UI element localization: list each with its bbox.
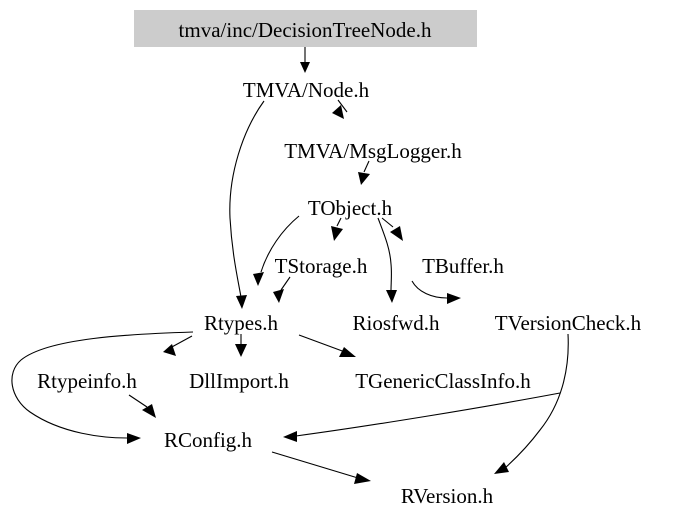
- arrowhead-icon: [447, 293, 461, 304]
- node-label-tgenericclassinfo-h[interactable]: TGenericClassInfo.h: [355, 369, 531, 393]
- edge-tstorage-to-rtypes: [273, 276, 291, 303]
- node-label-rconfig-h[interactable]: RConfig.h: [164, 428, 253, 452]
- node-label-rtypeinfo-h[interactable]: Rtypeinfo.h: [37, 369, 137, 393]
- arrowhead-icon: [358, 172, 370, 185]
- node-layer: tmva/inc/DecisionTreeNode.h TMVA/Node.h …: [37, 18, 642, 508]
- arrowhead-icon: [163, 344, 176, 356]
- edge-rtypes-to-rtypeinfo: [163, 335, 193, 356]
- node-label-tbuffer-h[interactable]: TBuffer.h: [422, 254, 504, 278]
- edge-rtypeinfo-to-rconfig: [128, 394, 156, 418]
- arrowhead-icon: [386, 290, 397, 303]
- edge-rconfig-to-rversion: [271, 451, 371, 484]
- edge-tobject-to-tstorage: [331, 217, 343, 241]
- edge-node-to-rtypes: [229, 100, 265, 309]
- node-label-dllimport-h[interactable]: DllImport.h: [189, 369, 289, 393]
- node-label-rversion-h[interactable]: RVersion.h: [401, 484, 494, 508]
- node-label-tmva-node-h[interactable]: TMVA/Node.h: [243, 78, 370, 102]
- root-node-box: [134, 10, 477, 47]
- node-label-tmva-msglogger-h[interactable]: TMVA/MsgLogger.h: [284, 139, 462, 163]
- edge-rtypes-to-tgenericclassinfo: [298, 334, 356, 357]
- edge-tobject-to-riosfwd: [377, 217, 397, 303]
- edge-layer: [11, 47, 569, 484]
- arrowhead-icon: [331, 226, 343, 241]
- edge-node-to-msglogger: [332, 99, 348, 119]
- edge-tgenericclassinfo-to-rconfig: [283, 392, 561, 442]
- node-label-riosfwd-h[interactable]: Riosfwd.h: [353, 311, 440, 335]
- arrowhead-icon: [236, 295, 247, 309]
- node-label-tobject-h[interactable]: TObject.h: [308, 196, 393, 220]
- arrowhead-icon: [273, 289, 284, 303]
- node-label-root[interactable]: tmva/inc/DecisionTreeNode.h: [179, 18, 432, 42]
- arrowhead-icon: [354, 473, 371, 484]
- arrowhead-icon: [142, 404, 156, 418]
- node-label-rtypes-h[interactable]: Rtypes.h: [204, 311, 279, 335]
- arrowhead-icon: [390, 226, 403, 241]
- arrowhead-icon: [127, 433, 141, 444]
- edge-tobject-to-tbuffer: [381, 217, 403, 241]
- edge-tversioncheck-to-rversion: [494, 333, 569, 474]
- arrowhead-icon: [235, 344, 247, 357]
- edge-msglogger-to-tobject: [358, 160, 370, 185]
- arrowhead-icon: [300, 62, 310, 73]
- arrowhead-icon: [332, 105, 344, 119]
- edge-rtypes-to-rconfig: [11, 331, 194, 444]
- edge-root-to-node: [300, 47, 310, 73]
- arrowhead-icon: [253, 272, 264, 286]
- edge-rtypes-to-dllimport: [235, 334, 247, 357]
- edge-tobject-to-rtypes: [253, 215, 300, 286]
- arrowhead-icon: [283, 431, 297, 442]
- node-label-tstorage-h[interactable]: TStorage.h: [275, 254, 368, 278]
- arrowhead-icon: [339, 347, 356, 357]
- node-label-tversioncheck-h[interactable]: TVersionCheck.h: [495, 311, 642, 335]
- arrowhead-icon: [494, 462, 509, 474]
- edge-tbuffer-to-tversioncheck: [411, 280, 461, 304]
